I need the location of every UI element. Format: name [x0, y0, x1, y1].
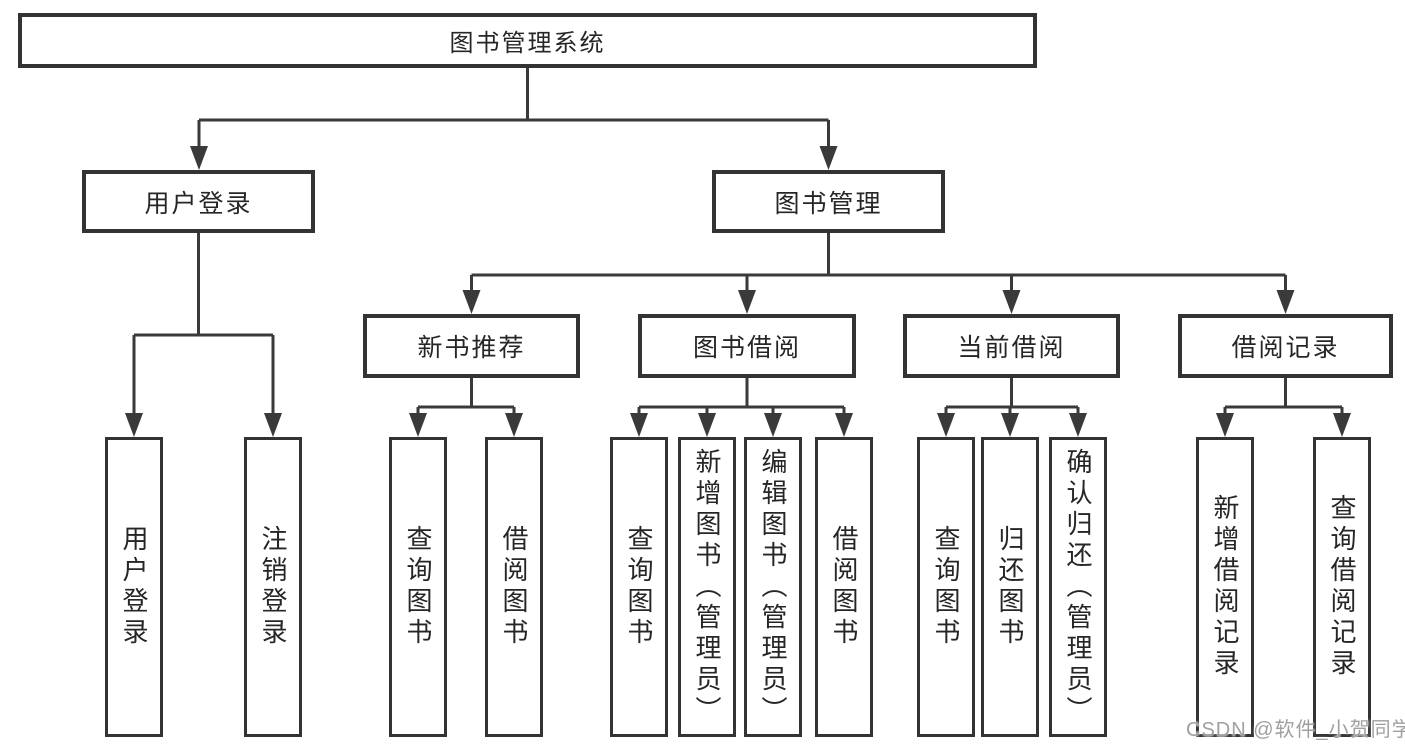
node-root-system: 图书管理系统 [18, 13, 1037, 68]
leaf-current-query: 查询图书 [917, 437, 975, 737]
leaf-current-return-label: 归还图书 [995, 525, 1025, 649]
node-new-book-recommend-label: 新书推荐 [417, 334, 526, 362]
node-user-login-label: 用户登录 [144, 189, 253, 218]
leaf-newbooks-query: 查询图书 [389, 437, 447, 737]
node-current-borrow: 当前借阅 [903, 314, 1120, 378]
node-borrow-records-label: 借阅记录 [1231, 334, 1340, 362]
leaf-current-confirm-admin: 确认归还（管理员） [1049, 437, 1107, 737]
leaf-current-return: 归还图书 [981, 437, 1039, 737]
leaf-borrow-add-admin: 新增图书（管理员） [678, 437, 736, 737]
leaf-borrow-book: 借阅图书 [815, 437, 873, 737]
node-user-login: 用户登录 [82, 170, 315, 233]
leaf-user-login-label: 用户登录 [119, 525, 149, 649]
leaf-newbooks-borrow-label: 借阅图书 [499, 525, 529, 649]
leaf-borrow-add-admin-label: 新增图书（管理员） [692, 447, 722, 727]
leaf-user-login: 用户登录 [105, 437, 163, 737]
node-current-borrow-label: 当前借阅 [957, 334, 1066, 362]
leaf-newbooks-borrow: 借阅图书 [485, 437, 543, 737]
node-new-book-recommend: 新书推荐 [363, 314, 580, 378]
arrowheads [125, 146, 1351, 437]
leaf-records-query-label: 查询借阅记录 [1327, 494, 1357, 680]
leaf-borrow-edit-admin: 编辑图书（管理员） [744, 437, 802, 737]
node-book-borrow-label: 图书借阅 [692, 334, 801, 362]
leaf-logout-label: 注销登录 [258, 525, 288, 649]
watermark-text: CSDN @软件_小贺同学 [1186, 719, 1405, 741]
node-book-management: 图书管理 [712, 170, 945, 233]
tree-edges [132, 68, 1344, 417]
leaf-records-add-label: 新增借阅记录 [1210, 494, 1240, 680]
node-book-borrow: 图书借阅 [638, 314, 856, 378]
node-borrow-records: 借阅记录 [1178, 314, 1393, 378]
leaf-records-add: 新增借阅记录 [1196, 437, 1254, 737]
leaf-newbooks-query-label: 查询图书 [403, 525, 433, 649]
leaf-records-query: 查询借阅记录 [1313, 437, 1371, 737]
leaf-current-confirm-admin-label: 确认归还（管理员） [1063, 447, 1093, 727]
leaf-borrow-book-label: 借阅图书 [829, 525, 859, 649]
leaf-borrow-edit-admin-label: 编辑图书（管理员） [758, 447, 788, 727]
node-root-system-label: 图书管理系统 [449, 30, 606, 57]
leaf-logout: 注销登录 [244, 437, 302, 737]
leaf-borrow-query-label: 查询图书 [624, 525, 654, 649]
leaf-borrow-query: 查询图书 [610, 437, 668, 737]
leaf-current-query-label: 查询图书 [931, 525, 961, 649]
node-book-management-label: 图书管理 [774, 189, 883, 218]
